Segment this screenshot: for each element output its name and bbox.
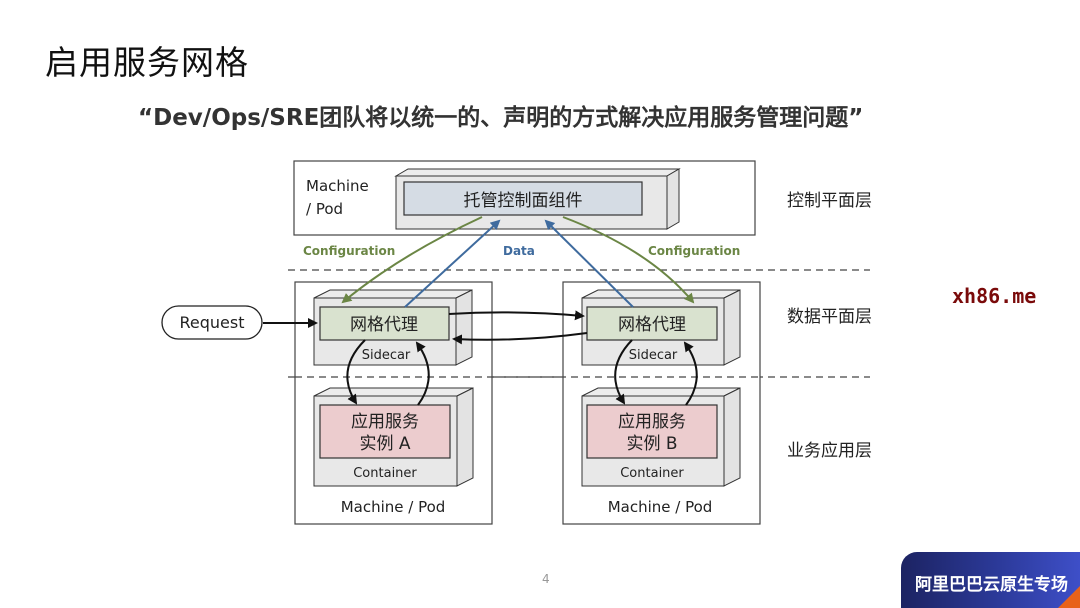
brand-label: 阿里巴巴云原生专场	[915, 575, 1068, 595]
layer-label-data: 数据平面层	[787, 307, 872, 327]
config-arrow-right	[562, 216, 695, 304]
pod-b-app-to-sidecar-arrow	[683, 341, 698, 406]
pod-b-app-label-line2: 实例 B	[626, 434, 677, 454]
pod-a-app-to-sidecar-arrow	[415, 341, 430, 406]
brand-corner-accent	[1058, 586, 1080, 608]
request-label: Request	[180, 313, 245, 332]
page-number: 4	[542, 572, 550, 586]
pod-a-sidecar-to-app-arrow	[346, 339, 366, 405]
pod-b-sidecar-to-app-arrow	[614, 339, 633, 405]
config-arrow-left	[341, 216, 483, 304]
config-label-right: Configuration	[648, 244, 740, 258]
pod-a-sidecar-box	[313, 289, 473, 366]
pod-a-app-label-line1: 应用服务	[351, 412, 419, 432]
data-arrow-left	[404, 219, 501, 308]
layer-label-business: 业务应用层	[787, 441, 872, 461]
pod-a-container-label: Container	[353, 466, 417, 481]
pod-a-proxy-label: 网格代理	[350, 315, 418, 335]
pod-a-machine-label: Machine / Pod	[341, 498, 446, 516]
pod-b-sidecar-label: Sidecar	[629, 348, 678, 363]
layer-label-control: 控制平面层	[787, 191, 872, 211]
control-machine-label-line2: / Pod	[306, 200, 343, 218]
brand-badge: 阿里巴巴云原生专场	[901, 552, 1080, 608]
pod-b-sidecar-box	[581, 289, 741, 366]
pod-b-app-label-line1: 应用服务	[618, 412, 686, 432]
pod-a-app-label-line2: 实例 A	[359, 434, 410, 454]
data-arrow-right	[544, 219, 634, 308]
watermark: xh86.me	[952, 284, 1037, 308]
data-label: Data	[503, 244, 535, 258]
proxy-a-to-b-arrow	[448, 310, 585, 321]
proxy-b-to-a-arrow	[452, 332, 588, 345]
config-label-left: Configuration	[303, 244, 395, 258]
pod-a-sidecar-label: Sidecar	[362, 348, 411, 363]
request-node	[161, 305, 263, 340]
pod-b-container-label: Container	[620, 466, 684, 481]
pod-b-proxy-label: 网格代理	[618, 315, 686, 335]
pod-b-container-box	[581, 387, 741, 487]
control-component-label: 托管控制面组件	[464, 191, 583, 211]
control-machine-label-line1: Machine	[306, 177, 369, 195]
slide-title: 启用服务网格	[45, 43, 249, 82]
control-plane-component: 托管控制面组件	[394, 168, 681, 230]
pod-b-machine-label: Machine / Pod	[608, 498, 713, 516]
pod-a-container-box	[313, 387, 474, 487]
slide-quote: “Dev/Ops/SRE团队将以统一的、声明的方式解决应用服务管理问题”	[138, 105, 864, 131]
